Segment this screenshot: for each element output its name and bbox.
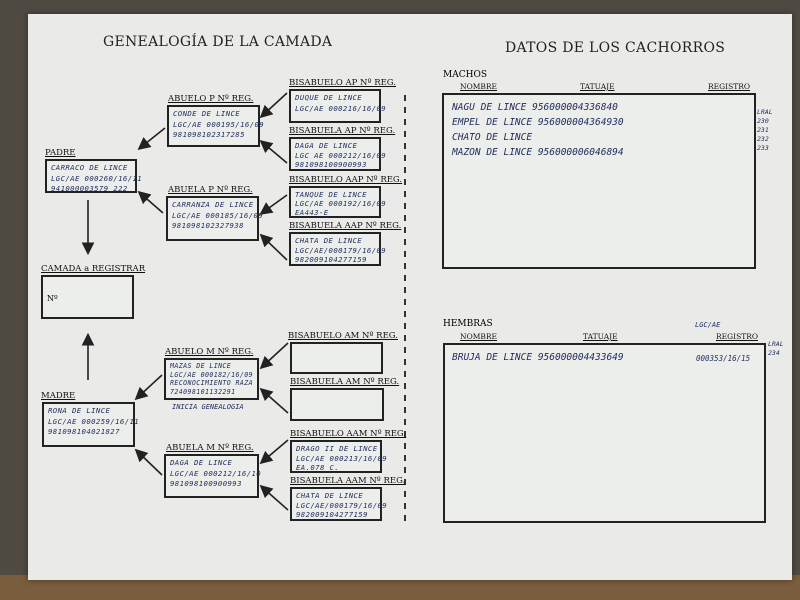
bisabuelo-aap-name: TANQUE DE LINCE xyxy=(295,190,367,199)
madre-reg: LGC/AE 000259/16/11 xyxy=(48,416,140,426)
padre-box[interactable]: CARRACO DE LINCE LGC/AE 000260/16/11 941… xyxy=(45,159,143,193)
bisabuela-aam-name: CHATA DE LINCE xyxy=(296,491,364,500)
abuelo-m-label: ABUELO M Nº REG. xyxy=(165,347,254,357)
bisabuela-ap-label: BISABUELA AP Nº REG. xyxy=(289,126,396,136)
bisabuelo-aam-tattoo: EA.078 C. xyxy=(296,463,340,472)
bisabuela-aam-label: BISABUELA AAM Nº REG. xyxy=(290,476,406,486)
abuela-p-box[interactable]: CARRANZA DE LINCE LGC/AE 000185/16/09 98… xyxy=(166,196,264,241)
padre-name: CARRACO DE LINCE xyxy=(51,163,128,172)
bisabuelo-ap-box[interactable]: DUQUE DE LINCE LGC/AE 000216/16/09 xyxy=(289,89,387,123)
camada-label: CAMADA a REGISTRAR xyxy=(41,264,146,274)
bisabuela-aap-chip: 982009104277159 xyxy=(295,255,367,264)
bisabuela-am-label: BISABUELA AM Nº REG. xyxy=(290,377,400,387)
bisabuela-am-box[interactable] xyxy=(290,388,384,421)
bisabuelo-aam-label: BISABUELO AAM Nº REG. xyxy=(290,429,407,439)
abuelo-m-chip: 724098101132291 xyxy=(170,387,236,396)
machos-box[interactable] xyxy=(442,93,756,269)
hembras-col-tatuaje: TATUAJE xyxy=(583,332,618,341)
list-item: CHATO DE LINCE xyxy=(452,132,533,143)
madre-box[interactable]: RONA DE LINCE LGC/AE 000259/16/11 981098… xyxy=(42,402,140,447)
bisabuelo-am-label: BISABUELO AM Nº REG. xyxy=(288,331,398,341)
bisabuelo-aam-box[interactable]: DRAGO II DE LINCE LGC/AE 000213/16/09 EA… xyxy=(290,440,388,473)
bisabuelo-aap-tattoo: EA443-E xyxy=(295,208,329,217)
bisabuelo-aap-reg: LGC/AE 000192/16/09 xyxy=(295,199,387,208)
abuelo-p-chip: 981098102317285 xyxy=(173,130,245,139)
abuela-p-chip: 981098102327938 xyxy=(172,221,244,230)
abuela-m-box[interactable]: DAGA DE LINCE LGC/AE 000212/16/10 981098… xyxy=(164,454,262,498)
list-item: BRUJA DE LINCE 956000004433649 xyxy=(452,352,624,363)
camada-number-label: Nº xyxy=(47,294,58,303)
abuelo-m-note: INICIA GENEALOGIA xyxy=(172,403,244,411)
bisabuela-aap-reg: LGC/AE/000179/16/09 xyxy=(295,245,387,255)
genealogy-title: GENEALOGÍA DE LA CAMADA xyxy=(103,34,333,50)
bisabuelo-ap-name: DUQUE DE LINCE xyxy=(295,93,363,102)
bisabuelo-ap-reg: LGC/AE 000216/16/09 xyxy=(295,103,387,113)
abuelo-m-box[interactable]: MAZAS DE LINCE LGC/AE 000182/16/09 RECON… xyxy=(164,358,259,400)
hembras-prefix-note: LGC/AE xyxy=(695,321,721,329)
hembras-box[interactable] xyxy=(443,343,766,523)
padre-reg: LGC/AE 000260/16/11 xyxy=(51,173,143,183)
abuela-m-chip: 981098100900993 xyxy=(170,479,242,488)
list-item: MAZON DE LINCE 956000006046894 xyxy=(452,147,624,158)
machos-list: NAGU DE LINCE 956000004336840 EMPEL DE L… xyxy=(452,100,624,160)
abuela-m-name: DAGA DE LINCE xyxy=(170,458,233,467)
madre-name: RONA DE LINCE xyxy=(48,406,111,415)
bisabuela-aap-box[interactable]: CHATA DE LINCE LGC/AE/000179/16/09 98200… xyxy=(289,232,387,266)
madre-label: MADRE xyxy=(41,391,76,401)
abuelo-p-label: ABUELO P Nº REG. xyxy=(168,94,254,104)
bisabuelo-ap-label: BISABUELO AP Nº REG. xyxy=(289,78,396,88)
hembras-col-nombre: NOMBRE xyxy=(460,332,498,341)
machos-col-registro: REGISTRO xyxy=(708,82,751,91)
abuela-p-name: CARRANZA DE LINCE xyxy=(172,200,254,209)
bisabuelo-am-box[interactable] xyxy=(290,342,383,374)
puppies-title: DATOS DE LOS CACHORROS xyxy=(505,40,726,56)
madre-chip: 981098104021827 xyxy=(48,427,120,436)
bisabuela-ap-reg: LGC AE 000212/16/09 xyxy=(295,150,387,160)
bisabuela-aap-label: BISABUELA AAP Nº REG. xyxy=(289,221,402,231)
bisabuela-ap-chip: 981098100900993 xyxy=(295,160,367,169)
abuela-m-label: ABUELA M Nº REG. xyxy=(166,443,254,453)
bisabuela-ap-box[interactable]: DAGA DE LINCE LGC AE 000212/16/09 981098… xyxy=(289,137,387,171)
bisabuela-aam-box[interactable]: CHATA DE LINCE LGC/AE/000179/16/09 98200… xyxy=(290,487,388,521)
bisabuelo-aam-reg: LGC/AE 000213/16/09 xyxy=(296,453,388,463)
bisabuela-aam-chip: 982009104277159 xyxy=(296,510,368,519)
machos-col-tatuaje: TATUAJE xyxy=(580,82,615,91)
abuelo-m-recognition: RECONOCIMIENTO RAZA xyxy=(170,379,254,387)
hembras-label: HEMBRAS xyxy=(443,319,493,329)
abuelo-m-name: MAZAS DE LINCE xyxy=(170,362,232,370)
bisabuela-aam-reg: LGC/AE/000179/16/09 xyxy=(296,500,388,510)
bisabuelo-aam-name: DRAGO II DE LINCE xyxy=(296,444,378,453)
padre-label: PADRE xyxy=(45,148,76,158)
bisabuelo-aap-label: BISABUELO AAP Nº REG. xyxy=(289,175,403,185)
abuela-p-reg: LGC/AE 000185/16/09 xyxy=(172,210,264,220)
abuelo-p-name: CONDE DE LINCE xyxy=(173,109,241,118)
bisabuelo-aap-box[interactable]: TANQUE DE LINCE LGC/AE 000192/16/09 EA44… xyxy=(289,186,387,218)
abuelo-p-box[interactable]: CONDE DE LINCE LGC/AE 000195/16/09 98109… xyxy=(167,105,265,147)
abuelo-m-reg: LGC/AE 000182/16/09 xyxy=(170,370,254,379)
abuela-m-reg: LGC/AE 000212/16/10 xyxy=(170,468,262,478)
machos-label: MACHOS xyxy=(443,70,487,80)
abuelo-p-reg: LGC/AE 000195/16/09 xyxy=(173,119,265,129)
list-item: EMPEL DE LINCE 956000004364930 xyxy=(452,117,624,128)
machos-col-nombre: NOMBRE xyxy=(460,82,498,91)
padre-chip: 941000003579 222 xyxy=(51,184,128,193)
bisabuela-aap-name: CHATA DE LINCE xyxy=(295,236,363,245)
abuela-p-label: ABUELA P Nº REG. xyxy=(168,185,253,195)
list-item: NAGU DE LINCE 956000004336840 xyxy=(452,102,618,113)
bisabuela-ap-name: DAGA DE LINCE xyxy=(295,141,358,150)
hembras-col-registro: REGISTRO xyxy=(716,332,759,341)
camada-box[interactable]: Nº xyxy=(41,275,134,319)
hembras-registro-value: 000353/16/15 xyxy=(696,354,751,363)
